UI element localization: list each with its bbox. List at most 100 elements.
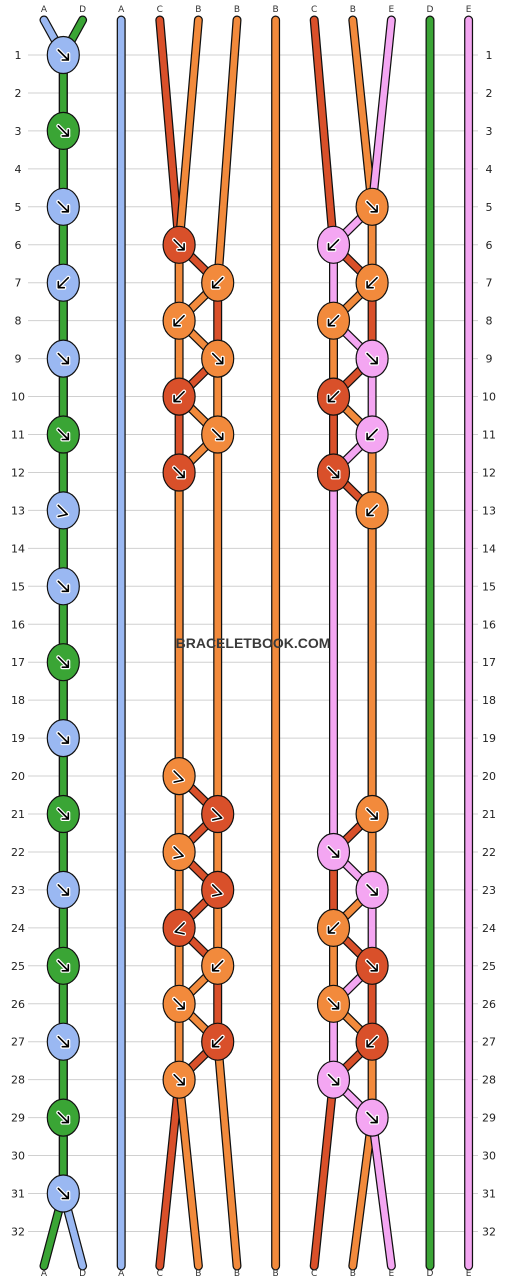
knot-layer (46, 35, 389, 1213)
row-number-right: 14 (482, 542, 496, 555)
knot-fwd (355, 870, 389, 910)
knot-bwd (46, 263, 80, 302)
knot-bwd (355, 1022, 389, 1061)
row-number-left: 6 (15, 239, 22, 252)
row-number-right: 3 (486, 125, 493, 138)
strand-letter: E (466, 1269, 472, 1279)
strand-letter: B (195, 5, 201, 15)
row-number-left: 13 (11, 504, 25, 517)
knot-fwd (201, 415, 235, 454)
row-number-left: 19 (11, 732, 25, 745)
strand-letter: D (79, 5, 86, 15)
row-number-left: 23 (11, 884, 25, 897)
knot-fb (201, 794, 235, 834)
row-number-left: 10 (11, 391, 25, 404)
row-number-left: 18 (11, 694, 25, 707)
strand-letter: B (234, 5, 240, 15)
row-number-left: 20 (11, 770, 25, 783)
knot-fwd (355, 946, 389, 985)
knot-arrow (366, 201, 378, 213)
knot-arrow (173, 314, 185, 327)
row-number-right: 32 (482, 1225, 496, 1238)
row-number-left: 22 (11, 846, 25, 859)
row-number-left: 2 (15, 87, 22, 100)
knot-fwd (46, 794, 80, 834)
row-number-right: 12 (482, 466, 496, 479)
row-number-right: 17 (482, 656, 496, 669)
row-number-right: 31 (482, 1188, 496, 1201)
knot-arrow (327, 846, 340, 858)
knot-fwd (46, 643, 80, 682)
strand-letter: B (195, 1269, 201, 1279)
watermark-text: BRACELETBOOK.COM (176, 635, 331, 651)
knot-fwd (201, 339, 235, 378)
knot-arrow (57, 884, 70, 896)
row-number-right: 6 (486, 239, 493, 252)
knot-arrow (57, 504, 69, 518)
row-number-right: 1 (486, 49, 493, 62)
row-number-left: 5 (15, 201, 22, 214)
knot-bwd (355, 415, 389, 454)
knot-bwd (201, 1022, 235, 1061)
row-number-left: 30 (11, 1150, 25, 1163)
row-number-left: 31 (11, 1188, 25, 1201)
strand-letter: C (157, 1269, 163, 1279)
knot-fwd (316, 832, 351, 872)
row-number-right: 24 (482, 922, 496, 935)
knot-arrow (327, 466, 340, 479)
knot-arrow (366, 884, 378, 896)
row-number-left: 4 (15, 163, 22, 176)
strand-letter: D (427, 1269, 434, 1279)
knot-fwd (46, 1098, 80, 1137)
row-number-right: 15 (482, 580, 496, 593)
row-number-left: 27 (11, 1036, 25, 1049)
knot-bwd (201, 946, 235, 985)
row-number-right: 20 (482, 770, 496, 783)
knot-fwd (316, 1060, 351, 1099)
knot-arrow (211, 276, 224, 289)
knot-bwd (355, 491, 389, 530)
knot-fb (46, 491, 80, 530)
strand-letter: A (41, 1269, 48, 1279)
knot-fwd (162, 1060, 196, 1099)
knot-arrow (57, 1035, 70, 1048)
knot-bb (162, 908, 196, 948)
knot-fwd (355, 187, 389, 226)
knot-arrow (57, 656, 70, 669)
knot-arrow (173, 1073, 185, 1086)
knot-arrow (327, 239, 340, 251)
row-number-right: 8 (486, 315, 493, 328)
knot-arrow (211, 884, 223, 897)
row-number-left: 16 (11, 618, 25, 631)
row-number-left: 32 (11, 1225, 25, 1238)
knot-fwd (46, 111, 80, 150)
knot-bwd (162, 301, 196, 340)
knot-arrow (173, 846, 184, 859)
knot-fwd (46, 187, 80, 226)
row-number-right: 16 (482, 618, 496, 631)
knot-arrow (366, 1111, 378, 1124)
strand-letter: E (466, 5, 472, 15)
knot-arrow (327, 314, 340, 327)
strand-letter: C (311, 5, 317, 15)
knot-fwd (316, 984, 351, 1023)
knot-fwd (46, 870, 80, 910)
knot-fwd (46, 946, 80, 985)
knot-arrow (174, 922, 185, 935)
row-number-left: 7 (15, 277, 22, 290)
row-number-right: 4 (486, 163, 493, 176)
knot-arrow (57, 580, 70, 593)
row-number-right: 5 (486, 201, 493, 214)
row-number-left: 29 (11, 1112, 25, 1125)
row-grid (28, 54, 478, 1232)
knot-arrow (57, 428, 70, 441)
strand-letter: C (157, 5, 163, 15)
row-number-right: 18 (482, 694, 496, 707)
row-number-right: 26 (482, 998, 496, 1011)
knot-arrow (173, 239, 185, 251)
knot-arrow (173, 466, 185, 479)
strand-letter: A (41, 5, 48, 15)
row-number-left: 25 (11, 960, 25, 973)
